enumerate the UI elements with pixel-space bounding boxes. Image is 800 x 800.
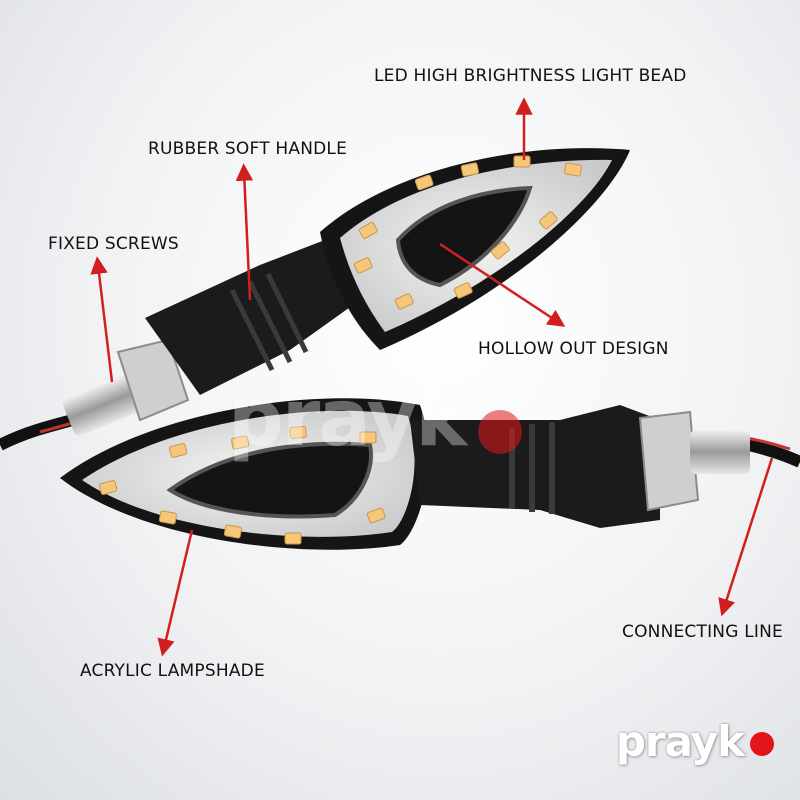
arrow-line	[718, 457, 774, 617]
upper-nut	[116, 338, 190, 422]
arrow-hollow	[439, 242, 566, 327]
lower-lamp	[60, 398, 750, 550]
lower-thread	[690, 430, 750, 474]
upper-thread	[62, 375, 140, 436]
lower-hollow	[166, 441, 373, 519]
watermark-dot	[478, 410, 522, 454]
brand-logo: prayk	[615, 717, 745, 766]
upper-lamp	[62, 148, 630, 436]
label-fixed-screws: FIXED SCREWS	[48, 234, 179, 254]
upper-stem	[145, 238, 360, 395]
arrow-acrylic	[157, 529, 194, 657]
label-connecting-line: CONNECTING LINE	[622, 622, 783, 642]
label-led-bead: LED HIGH BRIGHTNESS LIGHT BEAD	[374, 66, 687, 86]
arrow-screws	[90, 256, 114, 383]
brand-logo-dot	[750, 732, 774, 756]
label-acrylic-lampshade: ACRYLIC LAMPSHADE	[80, 661, 265, 681]
watermark-text: prayk	[228, 374, 467, 464]
lower-nut	[638, 410, 700, 512]
label-hollow-design: HOLLOW OUT DESIGN	[478, 339, 669, 359]
upper-hollow	[395, 185, 533, 288]
arrow-rubber	[235, 163, 254, 301]
arrows	[90, 97, 774, 657]
label-rubber-handle: RUBBER SOFT HANDLE	[148, 139, 348, 159]
